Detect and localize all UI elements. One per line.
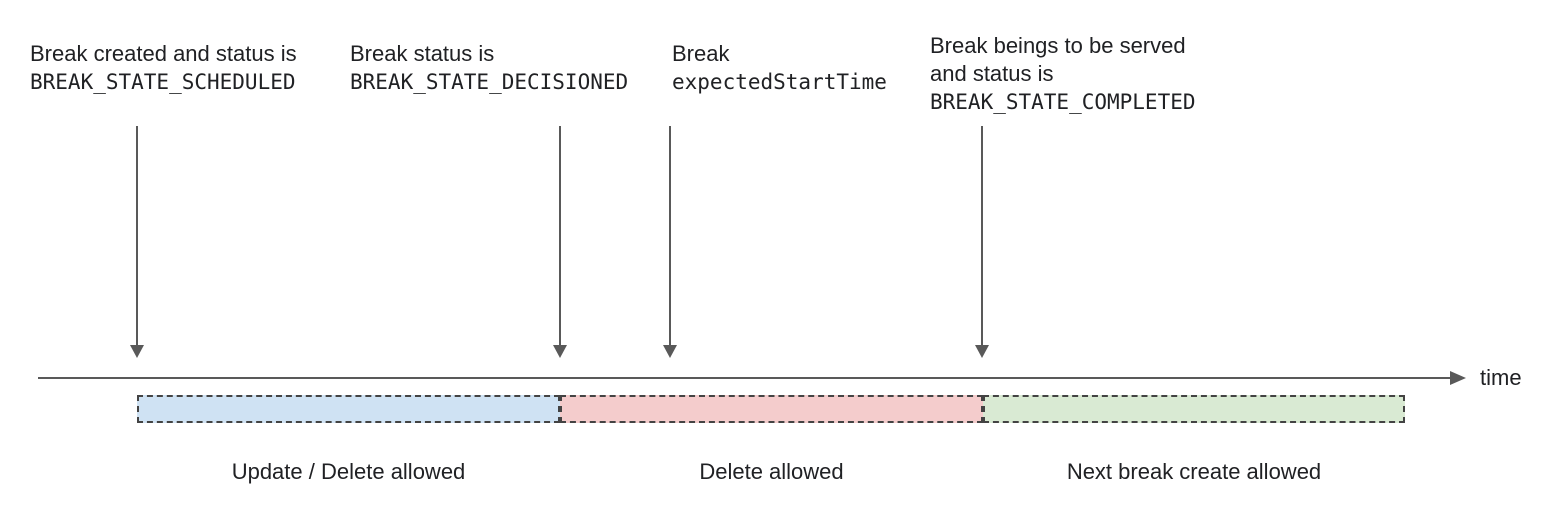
time-axis-line <box>38 377 1452 379</box>
arrow-head <box>663 345 677 358</box>
arrow-shaft <box>136 126 138 345</box>
annotation-break-decisioned: Break status is BREAK_STATE_DECISIONED <box>350 40 628 96</box>
arrow-head <box>975 345 989 358</box>
time-axis-arrowhead-icon <box>1450 371 1466 385</box>
annotation-text: and status is <box>930 61 1054 86</box>
annotation-text: Break <box>672 41 730 66</box>
time-axis-label: time <box>1480 365 1522 390</box>
arrow-head <box>130 345 144 358</box>
annotation-text: Break beings to be served <box>930 33 1186 58</box>
arrow-shaft <box>559 126 561 345</box>
annotation-text: Break status is <box>350 41 495 66</box>
arrow-head <box>553 345 567 358</box>
annotation-expected-start-time: Break expectedStartTime <box>672 40 887 96</box>
down-arrow-icon <box>130 126 144 358</box>
arrow-shaft <box>669 126 671 345</box>
annotation-break-completed: Break beings to be served and status is … <box>930 32 1196 116</box>
annotation-code-text: BREAK_STATE_COMPLETED <box>930 90 1196 114</box>
annotation-break-scheduled: Break created and status is BREAK_STATE_… <box>30 40 297 96</box>
segment-delete-allowed <box>560 395 983 423</box>
arrow-shaft <box>981 126 983 345</box>
segment-label: Next break create allowed <box>1066 459 1322 484</box>
annotation-text: Break created and status is <box>30 41 297 66</box>
segment-label: Update / Delete allowed <box>231 459 466 484</box>
annotation-code-text: expectedStartTime <box>672 70 887 94</box>
annotation-code-text: BREAK_STATE_DECISIONED <box>350 70 629 94</box>
annotation-code-text: BREAK_STATE_SCHEDULED <box>30 70 296 94</box>
down-arrow-icon <box>553 126 567 358</box>
segment-label: Delete allowed <box>699 459 844 484</box>
segment-next-break-create-allowed <box>983 395 1405 423</box>
down-arrow-icon <box>663 126 677 358</box>
down-arrow-icon <box>975 126 989 358</box>
segment-update-delete-allowed <box>137 395 560 423</box>
